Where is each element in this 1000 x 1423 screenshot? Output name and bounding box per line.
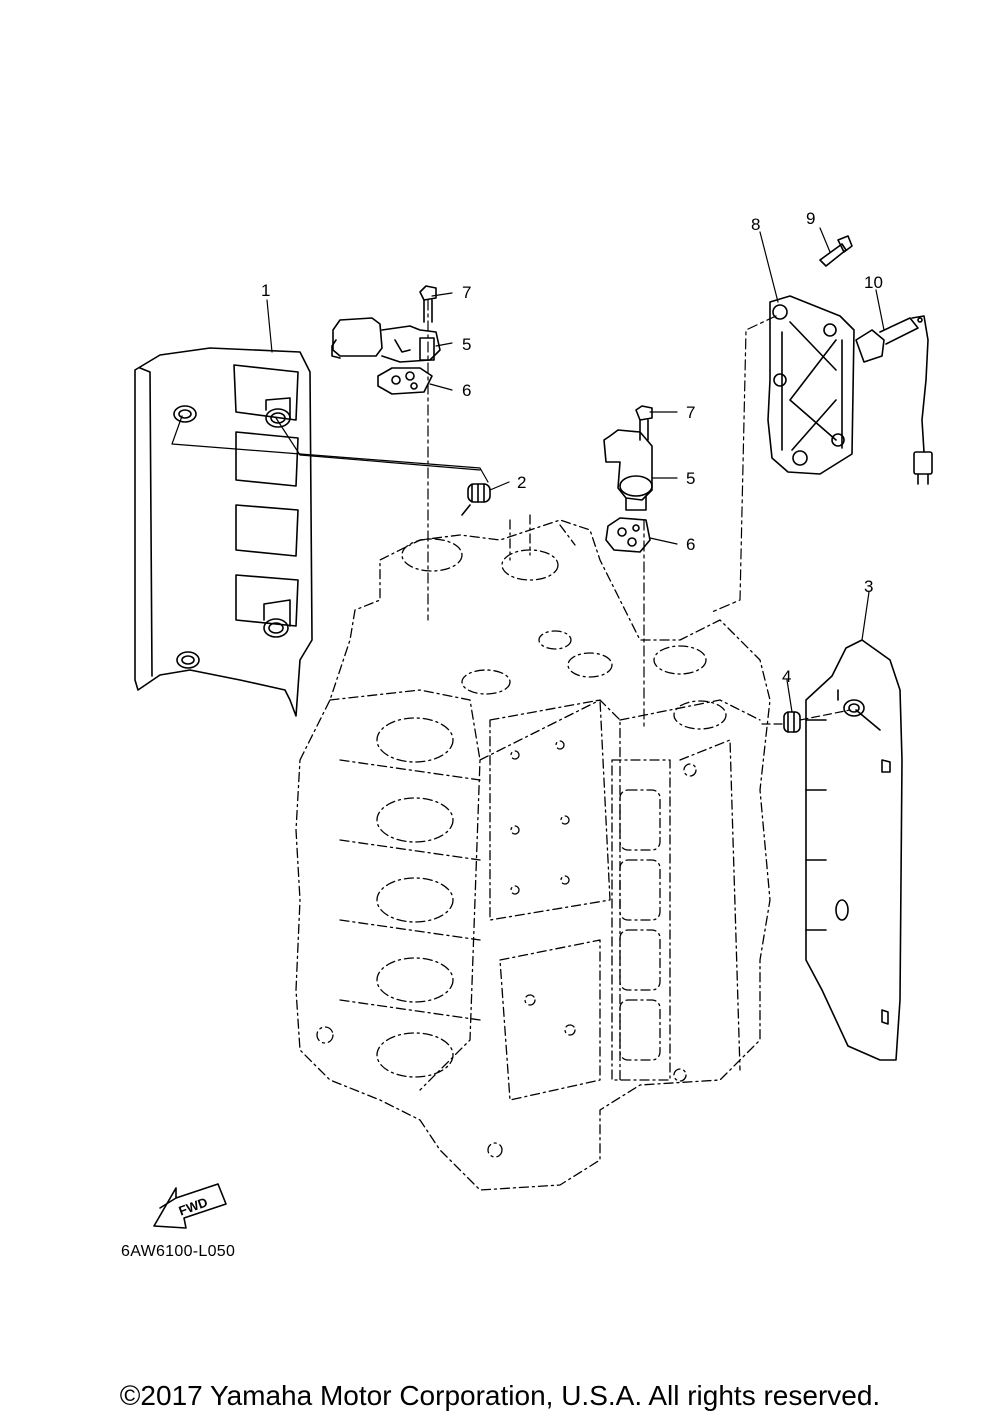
callout-labels: 1 2 3 4 5 5 6 6 7 7 8 9 10 FWD (177, 209, 883, 1219)
callout-3: 3 (864, 577, 873, 596)
bracket-locator-line (711, 315, 777, 613)
callout-9: 9 (806, 209, 815, 228)
callout-6-left: 6 (462, 381, 471, 400)
cylinder-head-cover-left (134, 347, 313, 717)
diagram-code: 6AW6100-L050 (121, 1243, 236, 1260)
oil-control-valve-left (331, 317, 441, 363)
callout-8: 8 (751, 215, 760, 234)
callout-7-right: 7 (686, 403, 695, 422)
leader-lines (266, 227, 885, 713)
callout-5-right: 5 (686, 469, 695, 488)
callout-7-left: 7 (462, 283, 471, 302)
bracket-part-8 (767, 295, 855, 475)
bolt-right (635, 405, 653, 731)
callout-1: 1 (261, 281, 270, 300)
callout-2: 2 (517, 473, 526, 492)
bolt-part-9 (819, 235, 853, 267)
oil-control-valve-right (603, 429, 653, 511)
fwd-arrow-icon (153, 1183, 227, 1229)
knock-sensor-part-10 (855, 315, 933, 485)
grommet-part-2 (461, 483, 491, 516)
callout-4: 4 (782, 667, 791, 686)
bolt-left (419, 285, 437, 621)
copyright-notice: ©2017 Yamaha Motor Corporation, U.S.A. A… (119, 1380, 881, 1411)
cylinder-head-cover-right (805, 639, 903, 1061)
gasket-left (377, 367, 433, 395)
callout-6-right: 6 (686, 535, 695, 554)
engine-block (295, 514, 771, 1191)
callout-5-left: 5 (462, 335, 471, 354)
callout-10: 10 (864, 273, 883, 292)
gasket-right (605, 517, 651, 553)
